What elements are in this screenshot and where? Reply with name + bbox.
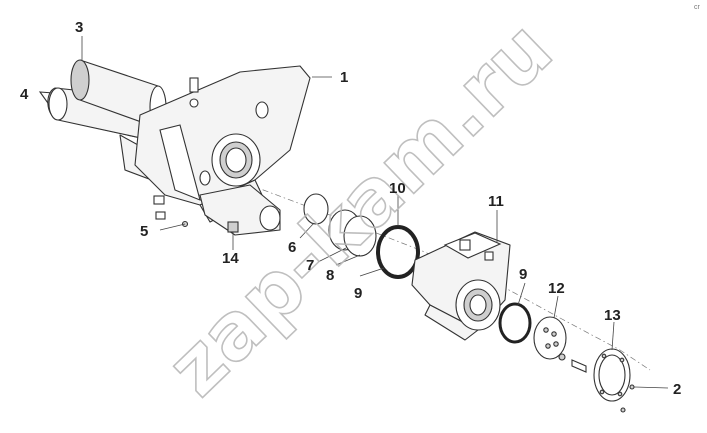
callout-label: 2 bbox=[673, 381, 681, 398]
end-cover bbox=[593, 321, 631, 413]
callout-label: 10 bbox=[389, 180, 406, 197]
seal-ring-9 bbox=[498, 282, 532, 344]
housing bbox=[411, 210, 511, 341]
corner-mark: cr bbox=[694, 4, 701, 11]
assembly-axis bbox=[249, 184, 651, 371]
callout-labels: 1 2 3 4 5 6 7 8 9 9 10 11 12 13 14 bbox=[20, 19, 681, 398]
screw bbox=[629, 384, 669, 390]
callout-label: 3 bbox=[75, 19, 83, 36]
callout-label: 4 bbox=[20, 86, 29, 103]
thrust-plates bbox=[317, 209, 377, 266]
lower-support bbox=[199, 184, 281, 250]
callout-label: 9 bbox=[354, 285, 362, 302]
callout-label: 5 bbox=[140, 223, 148, 240]
callout-label: 7 bbox=[306, 257, 314, 274]
flange-plate bbox=[533, 295, 587, 373]
callout-label: 6 bbox=[288, 239, 296, 256]
callout-label: 8 bbox=[326, 267, 334, 284]
callout-label: 14 bbox=[222, 250, 239, 267]
seal-ring-10 bbox=[359, 195, 420, 279]
callout-label: 11 bbox=[488, 193, 504, 210]
bolt-set bbox=[153, 195, 189, 231]
callout-label: 1 bbox=[340, 69, 348, 86]
callout-label: 9 bbox=[519, 266, 527, 283]
small-washer bbox=[299, 193, 329, 239]
callout-label: 13 bbox=[604, 307, 621, 324]
callout-label: 12 bbox=[548, 280, 565, 297]
